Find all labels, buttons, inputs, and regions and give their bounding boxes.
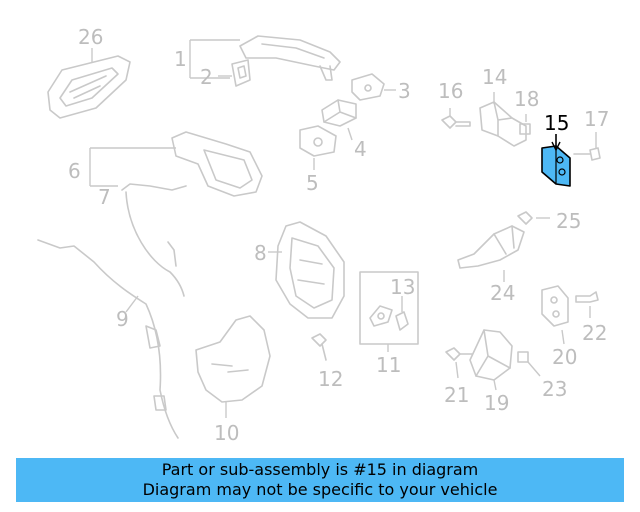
- callout-14: 14: [482, 65, 507, 89]
- callout-21: 21: [444, 383, 469, 407]
- part-3-handle-bracket: [351, 73, 396, 101]
- callout-1: 1: [174, 47, 187, 71]
- callout-16: 16: [438, 79, 463, 103]
- part-16-bolt: [441, 108, 471, 129]
- part-18-nut: [519, 114, 531, 135]
- part-17-bolt: [573, 132, 601, 161]
- part-26-inner-handle-bezel: [47, 48, 131, 119]
- callout-20: 20: [552, 345, 577, 369]
- callout-15: 15: [544, 111, 569, 135]
- callout-17: 17: [584, 107, 609, 131]
- callout-4: 4: [354, 137, 367, 161]
- part-9-cable: [37, 239, 179, 439]
- part-14-hinge: [479, 92, 527, 147]
- part-5-escutcheon: [299, 125, 337, 170]
- callout-26: 26: [78, 25, 103, 49]
- callout-10: 10: [214, 421, 239, 445]
- part-20-striker: [541, 285, 569, 345]
- callout-24: 24: [490, 281, 515, 305]
- part-23-nut: [517, 351, 541, 377]
- part-21-bolt: [445, 347, 473, 379]
- part-22-bolt: [575, 291, 599, 318]
- part-15-highlighted-bracket: [541, 134, 571, 187]
- notice-banner: Part or sub-assembly is #15 in diagram D…: [16, 458, 624, 502]
- callout-23: 23: [542, 377, 567, 401]
- part-8-latch: [268, 221, 345, 319]
- part-25-screw: [517, 211, 550, 225]
- callout-7: 7: [98, 185, 111, 209]
- callout-18: 18: [514, 87, 539, 111]
- callout-13: 13: [390, 275, 415, 299]
- part-7-cable: [121, 183, 187, 297]
- part-10-shield: [195, 315, 271, 418]
- callout-11: 11: [376, 353, 401, 377]
- banner-line-1: Part or sub-assembly is #15 in diagram: [161, 460, 479, 479]
- callout-9: 9: [116, 307, 129, 331]
- callout-2: 2: [200, 65, 213, 89]
- callout-12: 12: [318, 367, 343, 391]
- callout-25: 25: [556, 209, 581, 233]
- part-19-hinge: [469, 329, 513, 391]
- part-1-outer-handle: [189, 35, 341, 81]
- part-11-lock-plate: [359, 271, 419, 352]
- part-4-spacer: [321, 99, 357, 141]
- part-24-check-link: [457, 225, 525, 282]
- callout-5: 5: [306, 171, 319, 195]
- callout-19: 19: [484, 391, 509, 415]
- parts-diagram: 26 1 2 3 4 5 6 7 8 9 10 11 12 13 14 15 1…: [37, 25, 609, 445]
- callout-6: 6: [68, 159, 81, 183]
- callout-8: 8: [254, 241, 267, 265]
- callout-3: 3: [398, 79, 411, 103]
- part-2-handle-cover: [218, 59, 251, 87]
- part-6-bracket: [89, 131, 263, 197]
- banner-line-2: Diagram may not be specific to your vehi…: [142, 480, 498, 499]
- part-12-screw: [311, 333, 327, 361]
- callout-22: 22: [582, 321, 607, 345]
